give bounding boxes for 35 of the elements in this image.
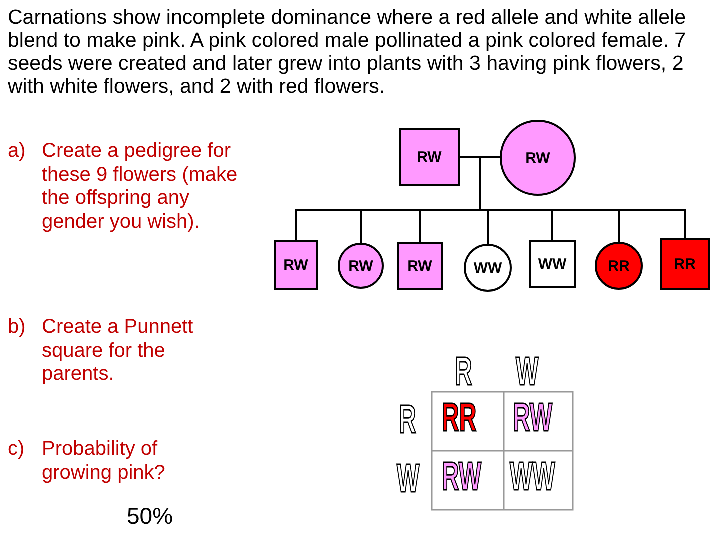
genotype-text: RW: [408, 258, 432, 274]
genotype-text: RW: [348, 258, 374, 274]
male-square: [399, 128, 460, 186]
female-circle: [595, 242, 643, 290]
genotype-text: WW: [510, 455, 556, 499]
genotype-text: WW: [474, 260, 502, 276]
genotype-text: RW: [513, 396, 553, 440]
male-square: [660, 238, 710, 290]
genotype-text: RW: [526, 150, 550, 166]
list-marker: c): [8, 438, 26, 462]
genotype-text: RR: [608, 258, 630, 274]
genotype-text: RR: [442, 396, 477, 440]
genotype-text: RW: [417, 148, 442, 166]
genotype-text: RW: [284, 256, 308, 274]
genotype-text: RR: [674, 256, 696, 272]
male-square: [397, 242, 443, 290]
allele-header: R: [399, 398, 416, 442]
genotype-text: RW: [442, 455, 482, 499]
allele-header: W: [397, 457, 420, 501]
male-square: [529, 240, 576, 288]
list-marker: b): [8, 316, 27, 340]
problem-text: Carnations show incomplete dominance where a red allele and white allele blend to make pink. A pink colored male pollinated a pink colored female. 7 seeds were created and later grew into plants with 3 having pink flowers, 2 with white flowers, and 2 with red flowers.: [8, 6, 688, 98]
question-text: Create a Punnett square for the parents.: [42, 316, 194, 386]
female-circle: [338, 243, 384, 289]
allele-header: W: [516, 350, 539, 394]
male-square: [274, 240, 318, 290]
genotype-text: WW: [538, 256, 567, 272]
list-marker: a): [8, 140, 27, 164]
female-circle: [464, 244, 512, 292]
pedigree-line: [460, 156, 500, 158]
question-text: Probability of growing pink?: [42, 438, 166, 485]
answer-text: 50%: [127, 505, 174, 528]
pedigree-line: [479, 157, 686, 238]
allele-header: R: [455, 350, 472, 394]
question-text: Create a pedigree for these 9 flowers (make the offspring any gender you wish).: [42, 140, 239, 234]
